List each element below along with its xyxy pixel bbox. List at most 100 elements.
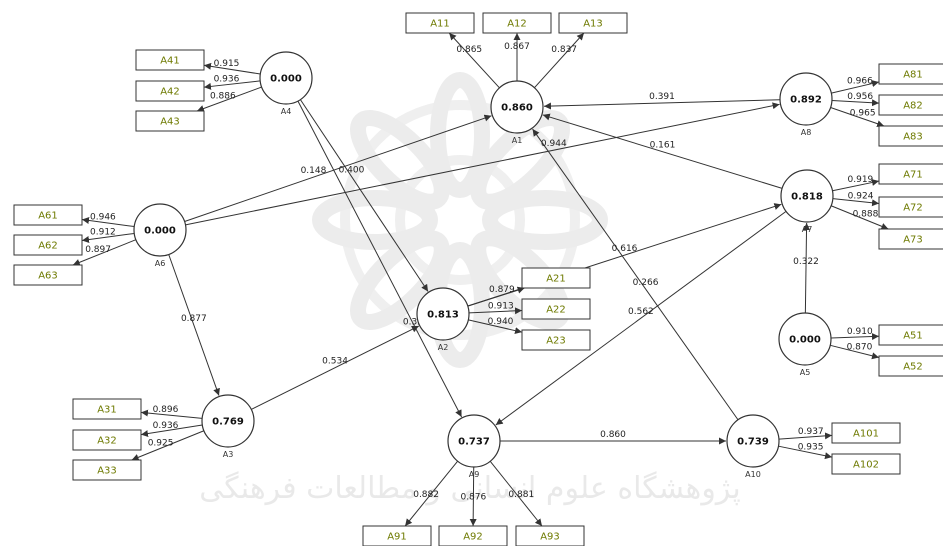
path-arrow-a7-a9 bbox=[495, 211, 787, 426]
latent-node-circle bbox=[416, 287, 470, 341]
indicator-a91: A91 bbox=[362, 525, 432, 547]
path-coefficient-a4-a2: 0.400 bbox=[339, 165, 365, 175]
latent-node-r2-value: 0.000 bbox=[270, 74, 302, 85]
indicator-a82: A82 bbox=[878, 94, 943, 116]
indicator-box bbox=[878, 163, 943, 185]
watermark-leaf bbox=[312, 190, 438, 250]
latent-node-r2-value: 0.737 bbox=[458, 437, 490, 448]
loading-arrow-a91 bbox=[404, 460, 459, 527]
loading-arrow-a32 bbox=[140, 424, 203, 438]
indicator-a52: A52 bbox=[878, 355, 943, 377]
indicator-box bbox=[831, 422, 901, 444]
loading-value-a11: 0.865 bbox=[456, 45, 482, 55]
loading-arrow-a13 bbox=[534, 32, 585, 89]
indicator-box bbox=[482, 12, 552, 34]
latent-node-label: A9 bbox=[469, 470, 480, 479]
loading-arrow-a92 bbox=[469, 466, 477, 527]
latent-node-label: A7 bbox=[802, 225, 813, 234]
path-coefficient-a6-a8: 0.944 bbox=[541, 139, 567, 149]
path-coefficient-a7-a9: 0.562 bbox=[628, 307, 654, 317]
indicator-a62: A62 bbox=[13, 234, 83, 256]
loading-value-a62: 0.912 bbox=[90, 228, 116, 238]
indicator-label: A102 bbox=[853, 460, 879, 471]
loading-value-a21: 0.879 bbox=[489, 285, 515, 295]
loading-value-a72: 0.924 bbox=[848, 192, 874, 202]
path-arrow-a2-a7 bbox=[467, 203, 782, 307]
latent-node-circle bbox=[490, 80, 544, 134]
loading-value-a43: 0.886 bbox=[210, 91, 236, 101]
indicator-label: A51 bbox=[903, 331, 923, 342]
loading-value-a83: 0.965 bbox=[850, 109, 876, 119]
indicator-box bbox=[878, 125, 943, 147]
indicator-a93: A93 bbox=[515, 525, 585, 547]
indicator-box bbox=[878, 196, 943, 218]
watermark-logo: پژوهشگاه علوم انسانی و مطالعات فرهنگی bbox=[199, 72, 741, 506]
latent-node-circle bbox=[133, 203, 187, 257]
loading-arrow-a93 bbox=[489, 460, 543, 527]
indicator-label: A43 bbox=[160, 117, 180, 128]
indicator-a12: A12 bbox=[482, 12, 552, 34]
loading-arrow-a33 bbox=[131, 430, 205, 461]
loading-value-a82: 0.956 bbox=[847, 92, 873, 102]
path-coefficient-a4-a9: 0.322 bbox=[403, 318, 429, 328]
path-arrow-a6-a3 bbox=[168, 254, 220, 396]
path-arrow-a5-a7 bbox=[803, 222, 811, 314]
indicator-label: A73 bbox=[903, 235, 923, 246]
watermark-leaf bbox=[350, 230, 450, 330]
indicator-a42: A42 bbox=[135, 80, 205, 102]
loading-arrow-a41 bbox=[203, 62, 261, 75]
indicator-box bbox=[72, 398, 142, 420]
loading-value-a92: 0.876 bbox=[460, 492, 486, 502]
indicator-label: A81 bbox=[903, 70, 923, 81]
indicator-a51: A51 bbox=[878, 324, 943, 346]
indicator-label: A31 bbox=[97, 405, 117, 416]
indicator-label: A32 bbox=[97, 436, 117, 447]
path-arrow-a3-a2 bbox=[251, 325, 420, 410]
loading-value-a31: 0.896 bbox=[153, 405, 179, 415]
latent-node-label: A4 bbox=[281, 107, 292, 116]
loading-value-a22: 0.913 bbox=[488, 301, 514, 311]
indicator-box bbox=[521, 298, 591, 320]
loading-arrow-a51 bbox=[830, 333, 880, 341]
indicator-box bbox=[13, 204, 83, 226]
indicator-box bbox=[72, 429, 142, 451]
indicator-label: A22 bbox=[546, 305, 566, 316]
latent-node-circle bbox=[726, 414, 780, 468]
indicator-label: A63 bbox=[38, 271, 58, 282]
indicator-box bbox=[878, 63, 943, 85]
indicator-label: A93 bbox=[540, 532, 560, 543]
indicator-box bbox=[13, 264, 83, 286]
indicator-a13: A13 bbox=[558, 12, 628, 34]
loading-value-a63: 0.897 bbox=[85, 245, 111, 255]
loading-arrow-a23 bbox=[468, 319, 523, 335]
loading-value-a91: 0.882 bbox=[413, 490, 439, 500]
latent-node-label: A6 bbox=[155, 259, 166, 268]
watermark-leaf bbox=[430, 72, 490, 198]
latent-node-label: A8 bbox=[801, 128, 812, 137]
loading-arrow-a63 bbox=[72, 239, 137, 266]
latent-node-circle bbox=[259, 51, 313, 105]
latent-node-circle bbox=[778, 312, 832, 366]
loading-arrow-a101 bbox=[778, 432, 833, 440]
path-coefficient-a5-a7: 0.322 bbox=[793, 257, 819, 267]
indicator-label: A41 bbox=[160, 56, 180, 67]
latent-node-r2-value: 0.892 bbox=[790, 95, 822, 106]
watermark-leaf bbox=[350, 110, 450, 210]
loading-value-a13: 0.837 bbox=[551, 45, 577, 55]
indicator-label: A33 bbox=[97, 466, 117, 477]
loading-arrow-a73 bbox=[830, 205, 889, 230]
indicator-box bbox=[135, 49, 205, 71]
latent-node-r2-value: 0.813 bbox=[427, 310, 459, 321]
indicator-box bbox=[72, 459, 142, 481]
indicator-a33: A33 bbox=[72, 459, 142, 481]
latent-node-circle bbox=[447, 414, 501, 468]
indicator-a102: A102 bbox=[831, 453, 901, 475]
latent-nodes-layer: 0.860A10.813A20.769A30.000A40.000A50.000… bbox=[133, 51, 834, 479]
indicator-box bbox=[405, 12, 475, 34]
loading-value-a23: 0.940 bbox=[488, 317, 514, 327]
